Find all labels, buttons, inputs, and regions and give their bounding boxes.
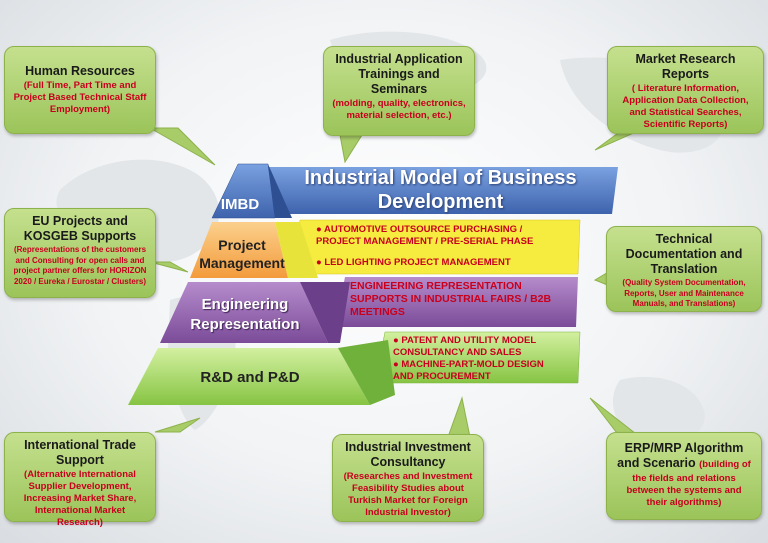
pyramid-level-project-management	[190, 222, 288, 278]
rnd-banner-line2: CONSULTANCY AND SALES	[393, 347, 522, 358]
eng-banner-line2: SUPPORTS IN INDUSTRIAL FAIRS / B2B	[350, 293, 552, 305]
human-resources-desc-2: Project Based Technical Staff	[13, 92, 147, 103]
pyramid-top-text: IMBD	[220, 195, 260, 213]
eng-banner-line3: MEETINGS	[350, 306, 405, 318]
market-research-desc-4: Scientific Reports)	[643, 119, 728, 130]
investment-title-1: Industrial Investment	[345, 440, 471, 454]
rnd-banner: ● PATENT AND UTILITY MODEL CONSULTANCY A…	[393, 335, 577, 383]
pm-banner-line1: ● AUTOMOTIVE OUTSOURCE PURCHASING /	[316, 224, 523, 235]
investment-title-2: Consultancy	[370, 455, 446, 469]
international-trade-desc-2: Supplier Development,	[28, 481, 132, 492]
engineering-label: Engineering Representation	[165, 293, 325, 337]
trainings-desc-2: material selection, etc.)	[346, 110, 452, 121]
investment-desc-4: Industrial Investor)	[365, 507, 451, 518]
international-trade-title-2: Support	[56, 453, 104, 467]
international-trade-desc-1: (Alternative International	[24, 469, 136, 480]
callout-trainings: Industrial Application Trainings and Sem…	[323, 46, 475, 136]
human-resources-title: Human Resources	[25, 64, 135, 78]
pyramid-level-engineering	[160, 282, 328, 343]
international-trade-title-1: International Trade	[24, 438, 136, 452]
technical-docs-title-1: Technical	[655, 232, 713, 246]
eng-banner-shape	[335, 277, 578, 327]
rnd-text: R&D and P&D	[200, 368, 300, 386]
technical-docs-title-2: Documentation and	[625, 247, 743, 261]
trainings-title-2: Trainings and	[358, 67, 440, 81]
pyramid-level-rnd	[128, 348, 370, 405]
international-trade-desc-5: Research)	[57, 517, 103, 528]
technical-docs-desc-3: Manuals, and Translations)	[632, 299, 736, 308]
diagram-title-line2: Development	[377, 191, 504, 213]
pyramid-top-side	[268, 164, 292, 218]
diagram-title-line1: Industrial Model of Business	[304, 167, 577, 189]
pyramid-level-rnd-side	[338, 340, 395, 405]
engineering-line2: Representation	[190, 316, 300, 333]
pyramid-level-engineering-side	[300, 282, 350, 343]
callout-erp: ERP/MRP Algorithm and Scenario (building…	[606, 432, 762, 520]
project-management-line2: Management	[199, 255, 285, 271]
project-management-label: Project Management	[188, 232, 296, 276]
eng-banner-line1: ENGINEERING REPRESENTATION	[350, 280, 522, 292]
human-resources-desc-1: (Full Time, Part Time and	[23, 80, 137, 91]
pm-banner: ● AUTOMOTIVE OUTSOURCE PURCHASING / PROJ…	[316, 224, 578, 269]
callout-human-resources: Human Resources (Full Time, Part Time an…	[4, 46, 156, 134]
eu-projects-title-1: EU Projects and	[32, 214, 128, 228]
erp-desc-3: their algorithms)	[646, 497, 722, 508]
market-research-title-2: Reports	[661, 67, 710, 81]
engineering-line1: Engineering	[201, 296, 289, 313]
eu-projects-title-2: KOSGEB Supports	[23, 229, 137, 243]
pyramid-level-project-management-side	[275, 222, 318, 278]
pm-banner-line3: ● LED LIGHTING PROJECT MANAGEMENT	[316, 257, 511, 268]
investment-desc-2: Feasibility Studies about	[352, 483, 464, 494]
erp-title-1: ERP/MRP Algorithm	[624, 441, 744, 455]
technical-docs-desc-1: (Quality System Documentation,	[622, 278, 746, 287]
rnd-label: R&D and P&D	[150, 362, 350, 392]
international-trade-desc-4: International Market	[34, 505, 126, 516]
eu-projects-desc-1: (Representations of the customers	[13, 245, 147, 254]
pyramid-top-label: IMBD	[210, 192, 270, 216]
eu-projects-desc-4: 2020 / Eureka / Eurostar / Clusters)	[13, 276, 147, 286]
eu-projects-desc-3: project partner offers for HORIZON	[13, 266, 147, 275]
callout-eu-projects: EU Projects and KOSGEB Supports (Represe…	[4, 208, 156, 298]
human-resources-desc-3: Employment)	[49, 104, 111, 115]
project-management-line1: Project	[218, 237, 266, 253]
callout-market-research: Market Research Reports ( Literature Inf…	[607, 46, 764, 134]
rnd-banner-line1: ● PATENT AND UTILITY MODEL	[393, 335, 537, 346]
eng-banner: ENGINEERING REPRESENTATION SUPPORTS IN I…	[350, 280, 576, 319]
eu-projects-desc-2: and Consulting for open calls and	[15, 255, 145, 265]
erp-title-2: and Scenario	[617, 456, 696, 470]
investment-desc-1: (Researches and Investment	[343, 471, 473, 482]
erp-title-row: and Scenario (building of	[613, 456, 755, 472]
investment-desc-3: Turkish Market for Foreign	[348, 495, 468, 506]
callout-technical-docs: Technical Documentation and Translation …	[606, 226, 762, 312]
erp-title-tail: (building of	[699, 459, 751, 470]
erp-desc-1: the fields and relations	[632, 473, 736, 484]
international-trade-desc-3: Increasing Market Share,	[23, 493, 137, 504]
technical-docs-desc-2: Reports, User and Maintenance	[624, 288, 744, 298]
market-research-desc-1: ( Literature Information,	[631, 83, 740, 94]
trainings-desc-1: (molding, quality, electronics,	[332, 98, 466, 109]
market-research-title-1: Market Research	[635, 52, 736, 66]
market-research-desc-3: and Statistical Searches,	[629, 107, 742, 118]
pm-banner-line2: PROJECT MANAGEMENT / PRE-SERIAL PHASE	[316, 236, 534, 247]
technical-docs-title-3: Translation	[650, 262, 718, 276]
trainings-title-1: Industrial Application	[335, 52, 463, 66]
title-banner	[262, 167, 618, 214]
diagram-title: Industrial Model of Business Development	[268, 165, 613, 215]
rnd-banner-line4: AND PROCUREMENT	[393, 371, 491, 382]
rnd-banner-line3: ● MACHINE-PART-MOLD DESIGN	[393, 359, 544, 370]
trainings-title-3: Seminars	[370, 82, 428, 96]
callout-international-trade: International Trade Support (Alternative…	[4, 432, 156, 528]
callout-investment: Industrial Investment Consultancy (Resea…	[332, 434, 484, 522]
erp-desc-2: between the systems and	[626, 485, 742, 496]
market-research-desc-2: Application Data Collection,	[622, 95, 749, 106]
